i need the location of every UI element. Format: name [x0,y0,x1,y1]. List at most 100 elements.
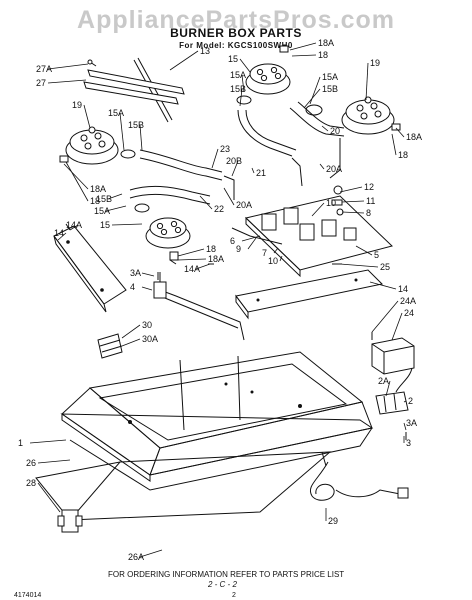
callout-leader [395,127,405,138]
callout-leader [365,62,369,101]
callout-label: 1 [18,438,23,448]
callout-label: 15A [94,206,110,216]
hinge-bracket [97,333,123,359]
callout-leader [223,187,235,206]
callout-label: 3A [130,268,141,278]
callout-leader [251,167,255,174]
callout-leader [63,163,89,190]
callout-label: 18A [406,132,422,142]
callout-leader [403,422,407,431]
callout-leader [303,88,321,109]
callout-label: 18A [318,38,334,48]
callout-label: 25 [380,262,390,272]
callout-leader [65,161,89,202]
right-side-panel [235,269,384,320]
callout-label: 4 [130,282,135,292]
callout-leader [319,163,325,170]
gas-valve [57,509,83,533]
callout-label: 2 [408,396,413,406]
callout-label: 15 [100,220,110,230]
callout-label: 14 [398,284,408,294]
callout-leader [239,58,251,73]
rear-rod-and-bracket [83,57,185,123]
burner-box-tray [60,351,374,491]
callout-leader [139,549,163,558]
callout-leader [119,112,125,151]
callout-leader [177,248,205,257]
page-code: 2 - C - 2 [208,580,237,589]
ignition-bracket [244,195,393,278]
callout-label: 26 [26,458,36,468]
screws [59,45,407,440]
callout-leader [371,300,399,333]
callout-label: 15 [228,54,238,64]
model-line: For Model: KGCS100SWH0 [179,41,293,50]
left-side-panel [53,225,127,313]
callout-leader [195,263,211,270]
callout-label: 2A [378,376,389,386]
transformer-box [371,337,415,375]
callout-leader [289,42,317,51]
callout-label: 15B [322,84,338,94]
callout-leader [141,286,153,291]
wiring-harness [310,451,409,501]
callout-leader [37,482,61,513]
callout-leader [291,54,317,57]
callout-leader [339,263,379,268]
callout-label: 10 [326,198,336,208]
callout-leader [321,125,329,132]
callout-leader [241,74,245,93]
callout-label: 18 [398,150,408,160]
callout-leader [385,380,391,397]
callout-label: 9 [236,244,241,254]
callout-label: 18A [208,254,224,264]
callout-leader [105,205,127,212]
callout-label: 3A [406,418,417,428]
burner-right-front [341,96,395,135]
callout-leader [69,224,79,231]
callout-leader [279,255,283,262]
callout-label: 24A [400,296,416,306]
callout-label: 27A [36,64,52,74]
spark-ignitor [153,272,167,299]
callout-leader [339,186,363,193]
terminal-block [375,367,413,415]
callout-label: 20 [330,126,340,136]
burner-left-front [145,217,191,249]
spark-wires [159,227,283,341]
burner-left-rear [65,126,119,165]
callout-leader [57,232,67,241]
diagram-title: BURNER BOX PARTS [170,26,302,40]
callout-leader [141,272,155,277]
callout-label: 6 [230,236,235,246]
callout-leader [231,160,239,177]
callout-label: 14A [184,264,200,274]
watermark: AppliancePartsPros.com [77,6,395,34]
callout-leader [391,133,397,156]
callout-leader [369,281,397,290]
callout-label: 22 [214,204,224,214]
callout-label: 15B [96,194,112,204]
callout-leader [177,258,207,261]
callout-leader [239,88,243,107]
callout-leader [355,245,373,256]
callout-label: 12 [364,182,374,192]
callout-label: 27 [36,78,46,88]
callout-label: 18 [90,196,100,206]
callout-label: 10 [268,256,278,266]
burner-tubes [129,101,345,205]
callout-leader [37,459,71,464]
callout-leader [83,104,91,129]
callout-label: 23 [220,144,230,154]
callout-label: 8 [366,208,371,218]
callout-label: 20A [326,164,342,174]
callout-label: 19 [370,58,380,68]
callout-leader [47,63,89,70]
callout-label: 18 [206,244,216,254]
callout-label: 15A [230,70,246,80]
callout-leader [341,211,365,214]
ordering-instructions: FOR ORDERING INFORMATION REFER TO PARTS … [108,570,345,579]
callout-label: 19 [72,100,82,110]
